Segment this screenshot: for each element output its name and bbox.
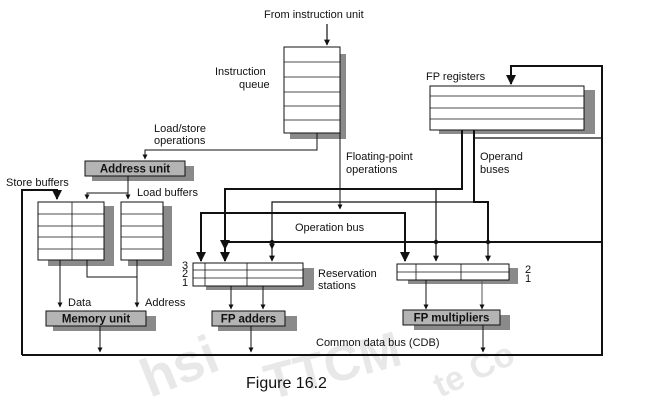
common-data-bus — [22, 138, 603, 356]
from-instruction-unit-label: From instruction unit — [264, 9, 364, 21]
fp-multipliers[interactable]: FP multipliers — [402, 309, 510, 330]
store-buffers-label: Store buffers — [6, 177, 69, 189]
cdb-to-store-buffers-line — [21, 189, 62, 355]
instruction-queue-box — [283, 46, 341, 134]
figure-caption: Figure 16.2 — [246, 375, 327, 392]
adder-station-num-3: 3 — [182, 260, 188, 272]
address-unit-label: Address unit — [100, 164, 170, 176]
multiplier-station-num-1: 1 — [525, 273, 531, 285]
fp-registers-label: FP registers — [426, 71, 486, 83]
memory-unit-label: Memory unit — [62, 314, 131, 326]
operand-buses-label-2: buses — [480, 164, 510, 176]
multiplier-station-num-2: 2 — [525, 264, 531, 276]
store-buffers-box — [37, 201, 105, 261]
fp-operations-label-2: operations — [346, 164, 398, 176]
operand-buses-label-1: Operand — [480, 151, 523, 163]
reservation-stations-label-1: Reservation — [318, 268, 377, 280]
reservation-stations-label-2: stations — [318, 280, 356, 292]
fp-multipliers-label: FP multipliers — [414, 313, 490, 325]
fp-adders-label: FP adders — [221, 314, 276, 326]
load-store-arrow — [142, 133, 318, 160]
multiplier-reservation-stations — [396, 263, 518, 284]
watermark-text-1: hsi — [132, 324, 227, 401]
operation-bus-label: Operation bus — [295, 222, 365, 234]
operation-bus — [200, 212, 406, 249]
instruction-queue-label-1: Instruction — [215, 66, 266, 78]
fp-operations-label-1: Floating-point — [346, 151, 413, 163]
instruction-queue-label-2: queue — [239, 79, 270, 91]
adder-reservation-stations — [192, 262, 314, 290]
store-buffers — [37, 201, 114, 266]
load-buffers-label: Load buffers — [137, 187, 198, 199]
adder-station-num-2: 2 — [182, 268, 188, 280]
adder-station-num-1: 1 — [182, 277, 188, 289]
memory-unit[interactable]: Memory unit — [45, 310, 156, 331]
watermark-text-3: te Co — [427, 335, 520, 401]
operand-bus-a — [220, 130, 463, 250]
address-unit[interactable]: Address unit — [84, 160, 194, 181]
fp-adders[interactable]: FP adders — [211, 310, 297, 331]
cdb-label: Common data bus (CDB) — [316, 337, 440, 349]
instruction-queue — [283, 46, 346, 139]
fp-registers — [429, 85, 595, 134]
address-unit-box — [84, 160, 186, 177]
memory-unit-box — [45, 310, 147, 327]
adder-stations-box — [192, 262, 304, 287]
load-buffers — [120, 201, 172, 266]
address-label: Address — [145, 297, 186, 309]
fp-adders-box — [211, 310, 286, 327]
load-buffers-box — [120, 201, 164, 261]
operand-bus-b — [269, 201, 488, 250]
data-label: Data — [68, 297, 92, 309]
load-store-label-1: Load/store — [154, 123, 206, 135]
cdb-to-registers-line — [506, 65, 603, 140]
fp-multipliers-box — [402, 309, 501, 326]
load-store-label-2: operations — [154, 135, 206, 147]
